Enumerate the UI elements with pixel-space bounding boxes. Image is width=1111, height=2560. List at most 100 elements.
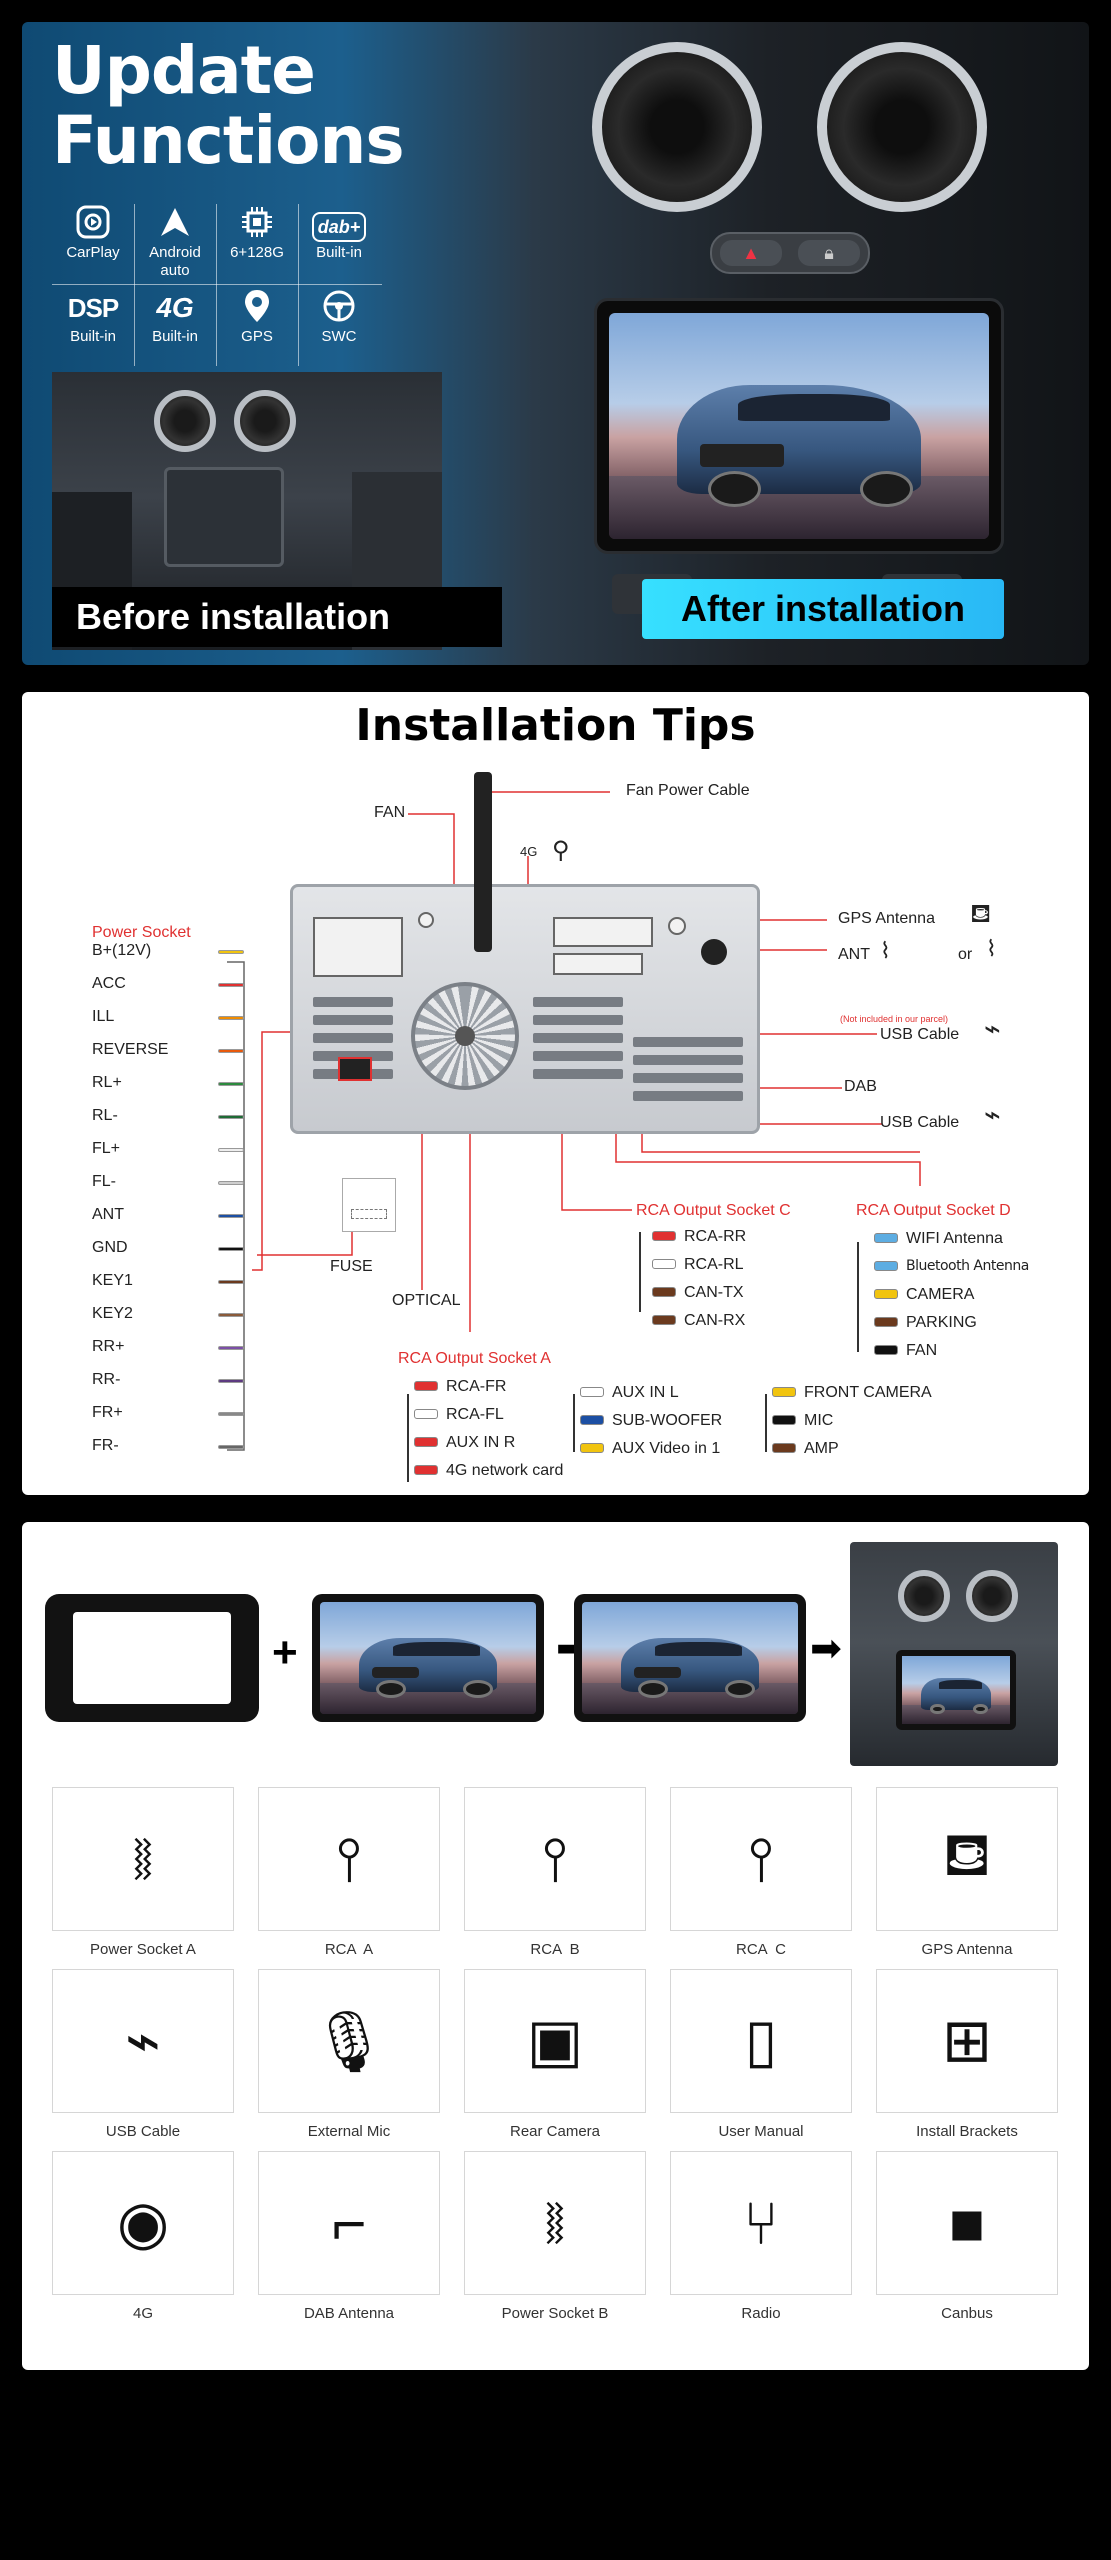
head-unit-image (312, 1594, 544, 1722)
harness-icon: ⧚ (132, 1825, 154, 1892)
android-auto-icon (134, 204, 216, 244)
package-item-name: RCA C (735, 1941, 786, 1958)
power-pin-wire (218, 1049, 244, 1053)
package-items-grid: ⧚Power Socket A⫯RCA A⫯RCA B⫯RCA C⛾GPS An… (52, 1787, 1062, 2337)
divider (134, 204, 135, 366)
radio-antenna-icon: ⌇ (986, 936, 997, 961)
air-vent (234, 390, 296, 452)
before-installation-label: Before installation (52, 587, 502, 647)
4g-label: 4G (520, 844, 538, 859)
package-item: ⑂ Radio (670, 2151, 852, 2323)
4g-icon: 4G (156, 292, 194, 323)
package-item-name: Rear Camera (509, 2123, 601, 2140)
power-pin-wire (218, 1148, 244, 1152)
dab-icon: dab+ (298, 204, 380, 244)
rca-plug-icon (652, 1315, 676, 1325)
rca-plug-icon (580, 1387, 604, 1397)
rca-output-label: AUX IN R (446, 1434, 516, 1451)
rca-c-title: RCA Output Socket C (636, 1202, 791, 1219)
microphone-icon: 🎙︎ (310, 2007, 388, 2075)
power-pin-label: REVERSE (92, 1041, 169, 1058)
rca-plug-icon (874, 1317, 898, 1327)
rca-plug-icon (414, 1465, 438, 1475)
suv-wallpaper-image (582, 1602, 798, 1714)
package-item-name: Radio (741, 2305, 781, 2322)
package-item: ⊞Install Brackets (876, 1969, 1058, 2141)
hazard-icon: ▲ (720, 240, 782, 266)
package-item-name: Power Socket A (90, 1941, 196, 1958)
installation-tips-panel: Installation Tips (22, 692, 1089, 1495)
package-item-image: ⫯ (464, 1787, 646, 1931)
rca-output-label: FAN (906, 1342, 938, 1359)
rca-plug-icon (580, 1415, 604, 1425)
gps-pin-icon (216, 288, 298, 328)
ant-label: ANT (838, 946, 870, 963)
package-item: 🎙︎ External Mic (258, 1969, 440, 2141)
package-item: ⛾GPS Antenna (876, 1787, 1058, 1959)
radio-antenna-icon: ⌇ (880, 938, 891, 963)
not-included-note: (Not included in our parcel) (840, 1014, 949, 1024)
power-pin-label: FR- (92, 1437, 119, 1454)
power-pin-label: ILL (92, 1008, 115, 1025)
rca-plug-icon (772, 1387, 796, 1397)
power-pin-wire (218, 1412, 244, 1416)
package-item-name: User Manual (718, 2123, 804, 2140)
dsp-icon: DSP (67, 293, 119, 323)
rca-output-label: PARKING (906, 1314, 977, 1331)
dab-label: DAB (844, 1078, 877, 1095)
package-item-image: ⧚ (52, 1787, 234, 1931)
package-item-name: DAB Antenna (303, 2305, 395, 2322)
power-pin-wire (218, 1016, 244, 1020)
power-socket-connector (313, 917, 403, 977)
package-item: ◉4G (52, 2151, 234, 2323)
after-installation-label: After installation (642, 579, 1004, 639)
rca-output-label: AMP (804, 1440, 839, 1457)
4g-antenna-icon: ◉ (116, 2189, 170, 2256)
or-label: or (958, 946, 973, 963)
head-unit-rear-view (290, 884, 760, 1134)
package-item-image: ■ (876, 2151, 1058, 2295)
rca-a-title: RCA Output Socket A (398, 1350, 551, 1367)
rca-output-label: WIFI Antenna (906, 1230, 1003, 1247)
manual-icon: ▯ (744, 2007, 778, 2074)
rca-output-label: AUX Video in 1 (612, 1440, 721, 1457)
gps-antenna-icon: ⛾ (970, 898, 992, 928)
package-item-image: ⧚ (464, 2151, 646, 2295)
power-pin-wire (218, 1379, 244, 1383)
bracket-icon: ⊞ (941, 2007, 993, 2074)
power-pin-wire (218, 1214, 244, 1218)
rca-plug-icon (874, 1345, 898, 1355)
feature-android-auto: Android auto (134, 204, 216, 282)
package-contents-panel: + ➡ ➡ ⧚Power Socket A⫯RCA A⫯RCA B⫯RCA C⛾… (22, 1522, 1089, 2370)
rca-output-label: RCA-FR (446, 1378, 507, 1395)
package-item-image: 🎙︎ (258, 1969, 440, 2113)
rca-plug-icon (652, 1231, 676, 1241)
4g-antenna-icon: ⚲ (552, 837, 570, 864)
package-item-name: RCA A (324, 1941, 374, 1958)
rca-plug-icon (772, 1415, 796, 1425)
chip-icon (216, 204, 298, 244)
divider (298, 204, 299, 366)
rca-cable-icon: ⫯ (747, 1825, 775, 1892)
power-pin-wire (218, 1082, 244, 1086)
package-item-name: External Mic (307, 2123, 391, 2140)
rca-plug-icon (414, 1437, 438, 1447)
rca-cable-icon: ⫯ (541, 1825, 569, 1892)
rca-output-label: CAMERA (906, 1286, 975, 1303)
cooling-fan-icon (411, 982, 519, 1090)
rca-plug-icon (772, 1443, 796, 1453)
usb-cable-label: USB Cable (880, 1026, 960, 1043)
power-pin-label: FL- (92, 1173, 116, 1190)
radio-adapter-icon: ⑂ (743, 2189, 779, 2257)
power-pin-wire (218, 1445, 244, 1449)
dab-antenna-icon: ⌐ (331, 2189, 367, 2257)
rca-plug-icon (874, 1261, 898, 1271)
suv-wallpaper-image (609, 313, 989, 539)
power-pin-wire (218, 1280, 244, 1284)
rca-output-label: Bluetooth Antenna (906, 1258, 1029, 1274)
package-item: ▣Rear Camera (464, 1969, 646, 2141)
fuse-label: FUSE (330, 1258, 373, 1275)
feature-4g: 4G Built-in (134, 288, 216, 366)
fan-label: FAN (374, 804, 406, 821)
installed-head-unit (594, 298, 1004, 554)
